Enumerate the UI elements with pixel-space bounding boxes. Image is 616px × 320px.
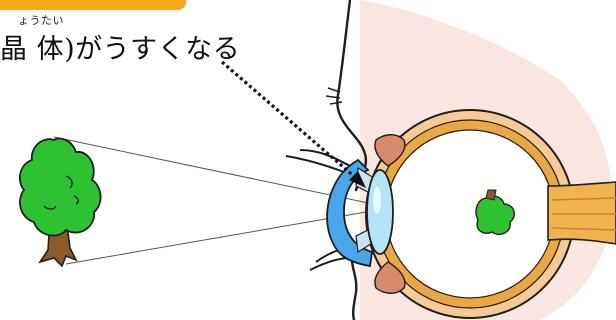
pointer-line	[222, 62, 356, 178]
optic-nerve	[548, 182, 616, 244]
tree	[20, 139, 101, 267]
lens	[367, 170, 393, 254]
lens-highlight	[373, 186, 381, 214]
upper-eyelid	[286, 150, 350, 172]
retina-image-trunk	[486, 190, 496, 200]
eyeball-interior	[386, 130, 554, 298]
tree-foliage	[20, 139, 101, 236]
